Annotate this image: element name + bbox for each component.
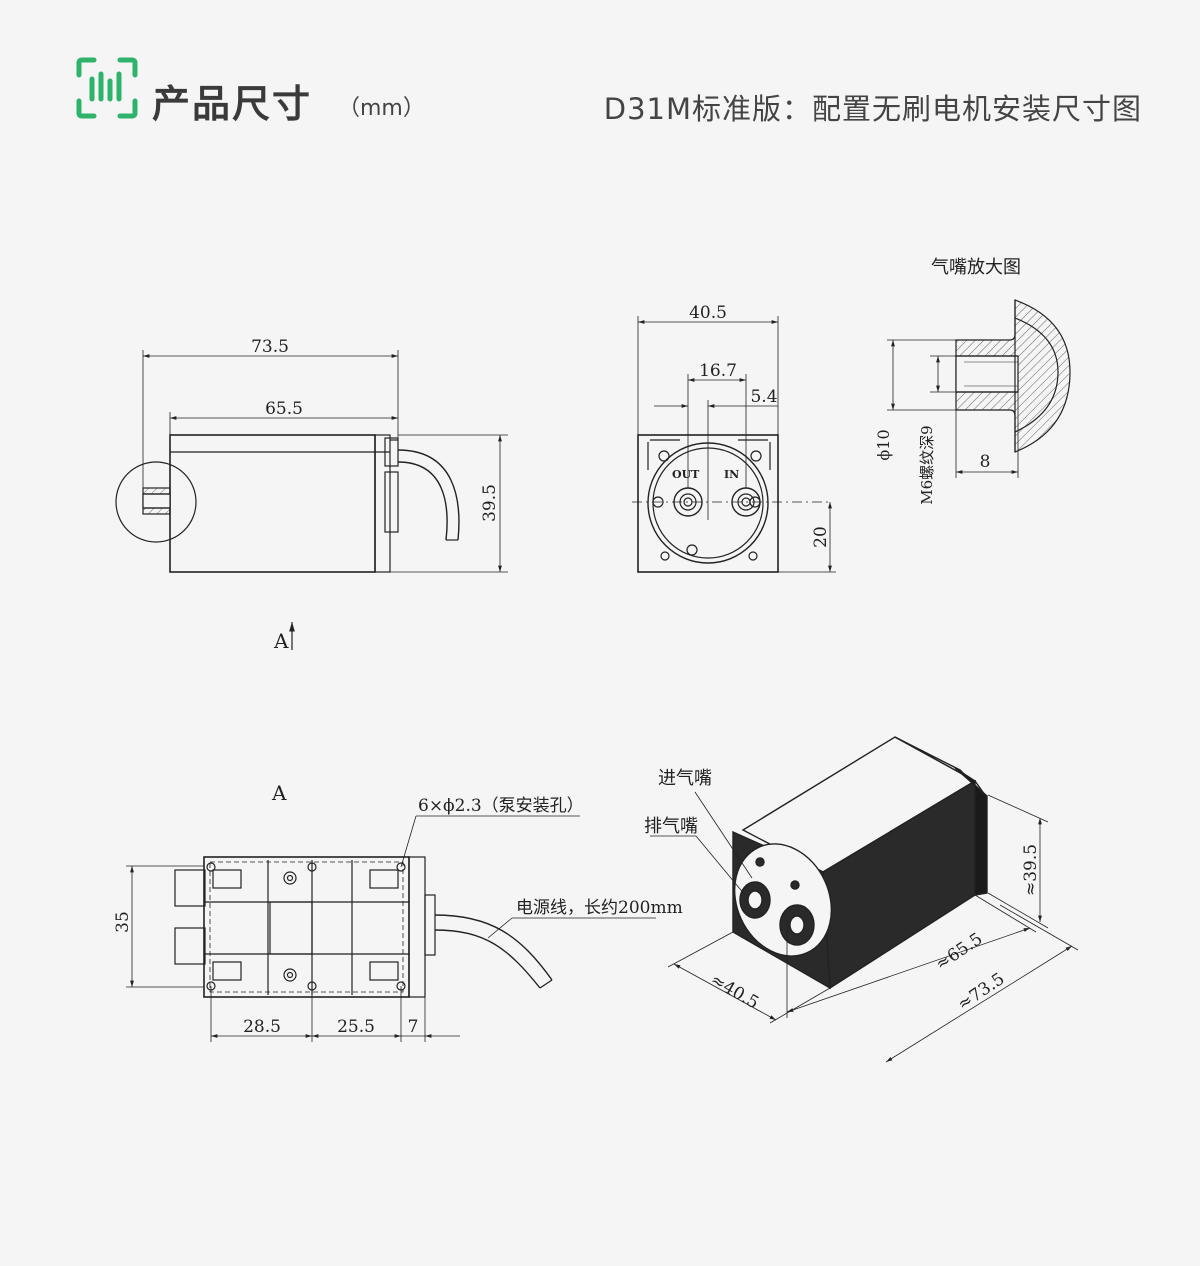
iso-view	[732, 736, 988, 990]
iso-dim-width: ≈40.5	[707, 970, 762, 1013]
measure-icon	[76, 57, 138, 119]
front-dim-port-spacing: 16.7	[699, 361, 737, 381]
inlet-nozzle-label: 进气嘴	[658, 768, 712, 789]
nozzle-dim-thread: M6螺纹深9	[918, 425, 936, 504]
bottom-view-title: A	[271, 781, 287, 805]
bottom-dim-c: 7	[408, 1017, 419, 1037]
side-view-marker: A	[273, 629, 289, 653]
side-dim-overall: 73.5	[251, 337, 289, 357]
side-dim-height: 39.5	[480, 484, 500, 522]
side-dim-body: 65.5	[265, 399, 303, 419]
front-view	[632, 316, 836, 573]
bottom-view	[126, 815, 656, 1042]
bottom-dim-b: 25.5	[337, 1017, 375, 1037]
power-cable-label: 电源线，长约200mm	[516, 898, 683, 918]
drawing-subtitle: D31M标准版：配置无刷电机安装尺寸图	[603, 92, 1142, 126]
nozzle-dim-diameter: ϕ10	[874, 429, 893, 460]
front-dim-port-height: 20	[811, 526, 831, 548]
port-out-label: OUT	[672, 468, 700, 481]
front-dim-width: 40.5	[689, 303, 727, 323]
outlet-nozzle-label: 排气嘴	[644, 816, 698, 837]
iso-dim-body: ≈65.5	[932, 929, 986, 975]
nozzle-detail-title: 气嘴放大图	[931, 257, 1021, 278]
nozzle-detail	[887, 299, 1071, 478]
iso-dim-overall: ≈73.5	[954, 969, 1008, 1015]
port-in-label: IN	[724, 468, 739, 481]
bottom-dim-a: 28.5	[243, 1017, 281, 1037]
side-view	[115, 350, 508, 650]
page-title: 产品尺寸	[152, 82, 313, 126]
mount-holes-label: 6×ϕ2.3（泵安装孔）	[418, 796, 584, 816]
nozzle-dim-length: 8	[980, 452, 991, 472]
bottom-dim-height: 35	[113, 911, 133, 933]
front-dim-port-offset: 5.4	[750, 387, 777, 407]
unit-label: （mm）	[338, 96, 425, 121]
iso-dim-height: ≈39.5	[1021, 844, 1041, 896]
